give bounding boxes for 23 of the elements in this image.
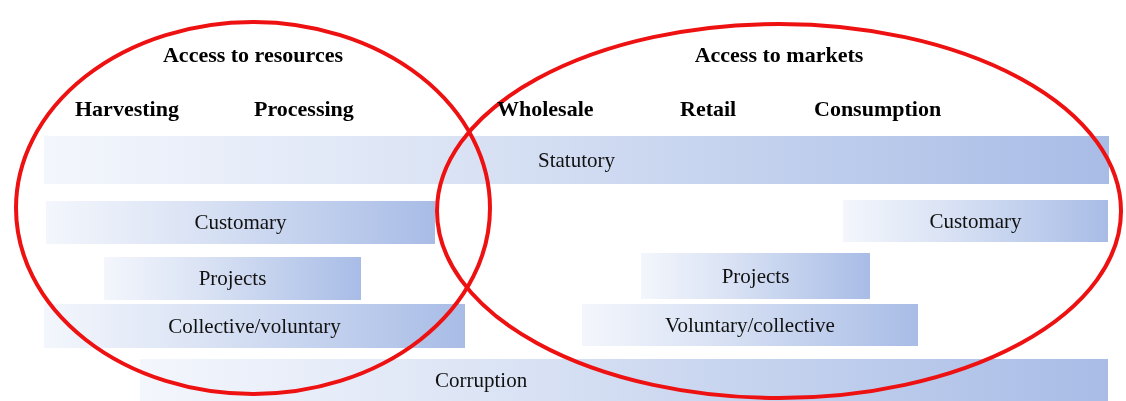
bar-label: Customary [929, 208, 1022, 234]
bar-label: Voluntary/collective [665, 312, 835, 338]
stage-heading: Harvesting [75, 96, 179, 122]
ellipse-region [435, 22, 1123, 400]
category-bar [140, 359, 1108, 401]
category-bar [641, 253, 870, 299]
bar-label: Projects [198, 266, 267, 291]
bar-label: Corruption [435, 367, 528, 393]
stage-heading: Processing [254, 96, 354, 122]
bar-label: Projects [721, 263, 790, 289]
stage-heading: Retail [680, 96, 737, 122]
category-bar [44, 136, 1109, 184]
bar-label: Collective/voluntary [168, 313, 341, 339]
region-title: Access to resources [163, 42, 343, 67]
bar-label: Statutory [538, 147, 615, 173]
category-bar [46, 201, 435, 244]
stage-heading: Wholesale [497, 96, 594, 122]
bar-label: Customary [194, 210, 287, 235]
category-bar [582, 304, 918, 346]
category-bar [104, 257, 361, 300]
region-title: Access to markets [694, 42, 864, 67]
stage-heading: Consumption [814, 96, 942, 122]
category-bar [843, 200, 1108, 242]
